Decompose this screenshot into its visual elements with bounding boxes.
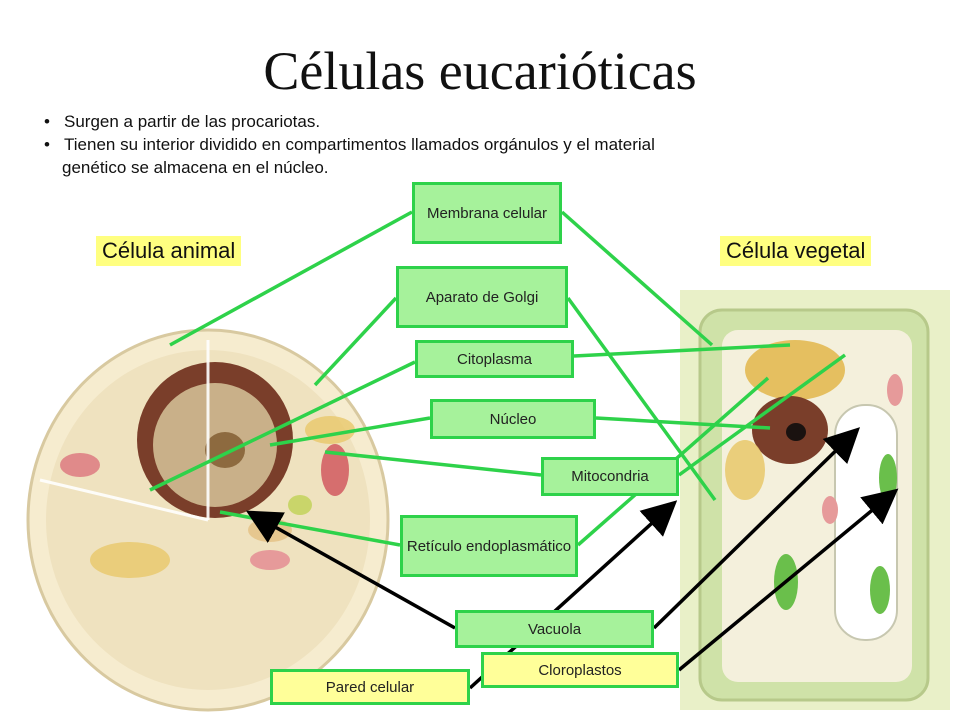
bullet-list: Surgen a partir de las procariotas. Tien… <box>44 110 655 179</box>
green-connectors <box>149 210 847 547</box>
animal-cell-label: Célula animal <box>96 236 242 266</box>
page-title: Células eucarióticas <box>263 41 697 101</box>
chloroplasts-label: Cloroplastos <box>481 652 679 688</box>
animal-cell-illustration <box>26 328 390 712</box>
plant-cell-label: Célula vegetal <box>720 236 872 266</box>
plant-cell-illustration <box>680 290 950 710</box>
cell-wall-label: Pared celular <box>270 669 470 705</box>
membrane-label: Membrana celular <box>412 182 562 244</box>
mitochondria-label: Mitocondria <box>541 457 679 496</box>
bullet-item: Tienen su interior dividido en compartim… <box>44 133 655 156</box>
bullet-continuation: genético se almacena en el núcleo. <box>62 158 329 177</box>
golgi-label: Aparato de Golgi <box>396 266 568 328</box>
bullet-item: Surgen a partir de las procariotas. <box>44 110 655 133</box>
cytoplasm-label: Citoplasma <box>415 340 574 378</box>
vacuole-label: Vacuola <box>455 610 654 648</box>
nucleus-label: Núcleo <box>430 399 596 439</box>
endoplasmic-reticulum-label: Retículo endoplasmático <box>400 515 578 577</box>
